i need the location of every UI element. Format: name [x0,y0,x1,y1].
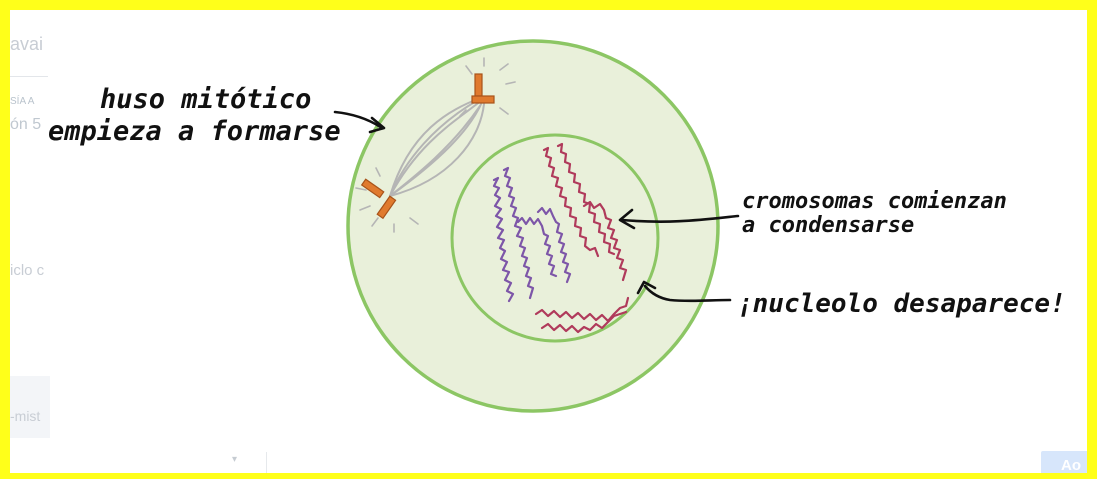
prophase-diagram: huso mitótico empieza a formarse cromoso… [10,10,1087,473]
label-spindle-line1: huso mitótico [100,84,311,115]
label-spindle-line2: empieza a formarse [48,116,341,147]
nucleus [452,135,658,341]
label-chromosomes-line2: a condensarse [742,213,914,238]
label-chromosomes-line1: cromosomas comienzan [742,189,1007,214]
figure-frame: avai SÍA A ón 5 iclo c -mist ▾ Ao [10,10,1087,473]
label-nucleolus: ¡nucleolo desaparece! [737,289,1066,319]
